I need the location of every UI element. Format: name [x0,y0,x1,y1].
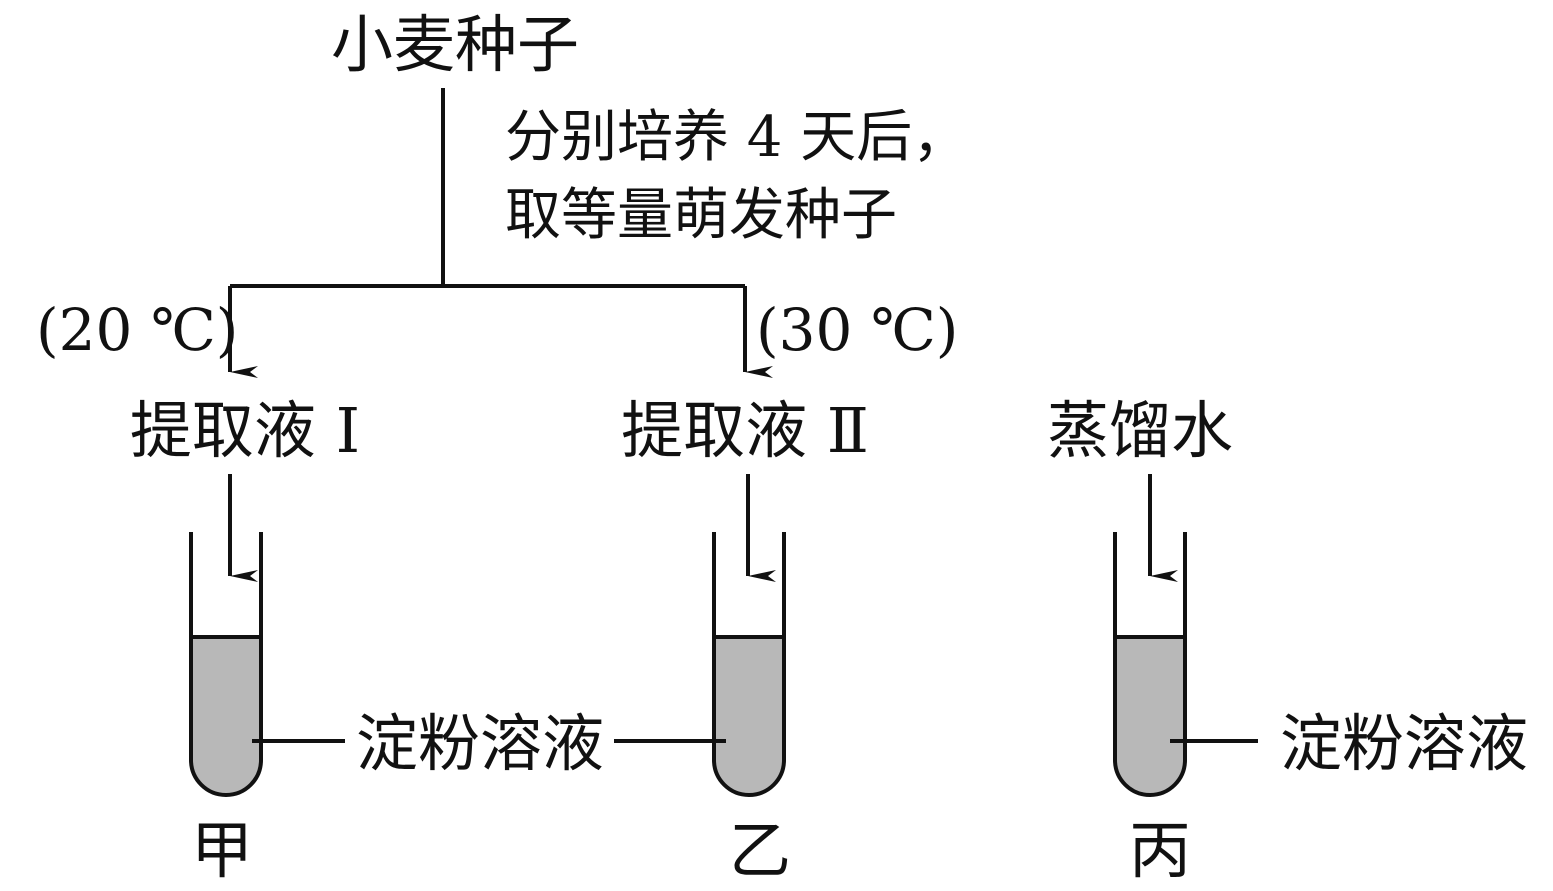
starch-solution-2 [714,637,784,795]
temperature-label-1: (20 ℃) [36,296,238,364]
starch-solution-label-shared: 淀粉溶液 [356,707,604,780]
starch-solution-label-tube-3: 淀粉溶液 [1280,707,1528,780]
starch-solution-3 [1115,637,1185,795]
tube-label-yi: 乙 [729,814,791,887]
seed-title: 小麦种子 [331,8,579,81]
tube-label-jia: 甲 [191,814,253,887]
process-note-line2: 取等量萌发种子 [505,183,897,248]
distilled-water-label: 蒸馏水 [1047,394,1233,467]
test-tube-3 [1113,532,1187,797]
test-tube-1 [189,532,263,797]
process-note-line1: 分别培养 4 天后， [505,105,968,170]
extract-2-label: 提取液 Ⅱ [621,394,869,467]
test-tube-2 [712,532,786,797]
tube-label-bing: 丙 [1129,814,1191,887]
temperature-label-2: (30 ℃) [756,296,958,364]
extract-1-label: 提取液 Ⅰ [130,394,360,467]
starch-solution-1 [191,637,261,795]
